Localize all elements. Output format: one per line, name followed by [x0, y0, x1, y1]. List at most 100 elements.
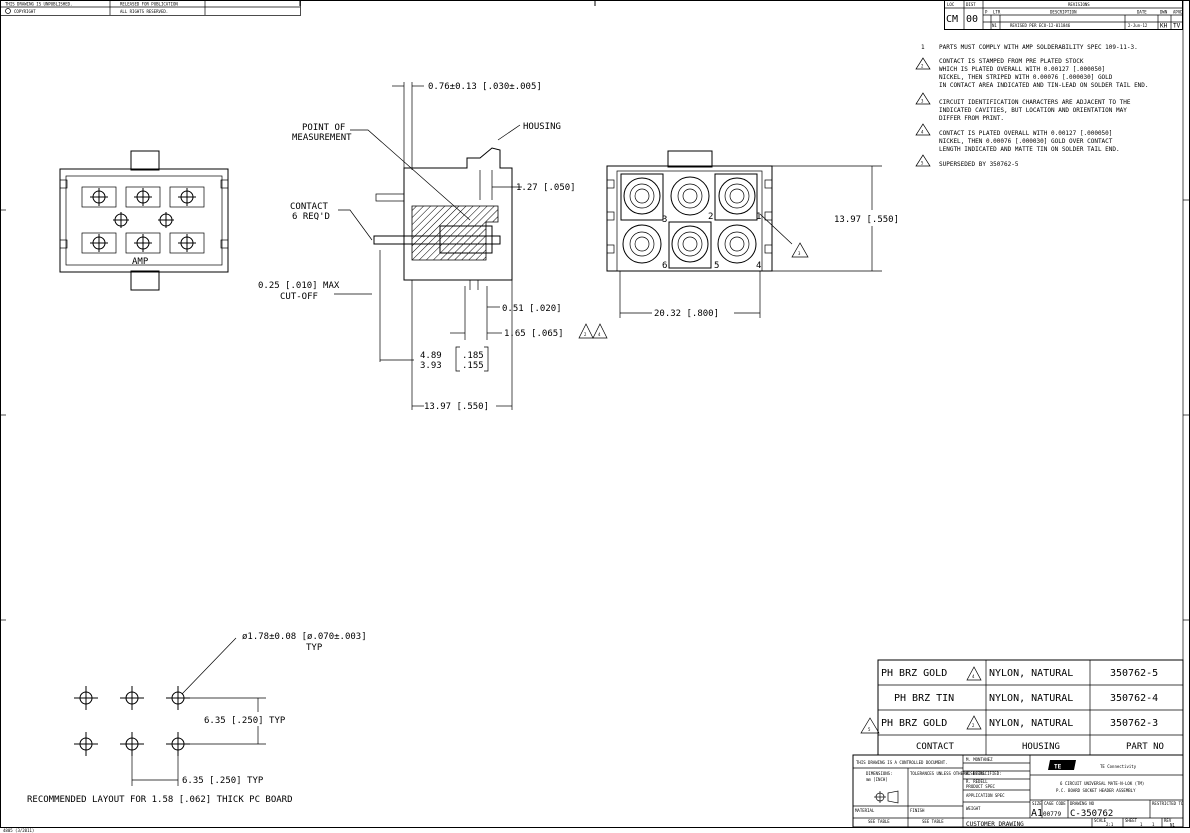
svg-text:CONTACT IS STAMPED FROM PRE PL: CONTACT IS STAMPED FROM PRE PLATED STOCK — [939, 58, 1084, 65]
svg-text:P: P — [985, 10, 988, 15]
svg-text:TV: TV — [1173, 23, 1181, 30]
svg-text:RESTRICTED TO: RESTRICTED TO — [1152, 801, 1184, 806]
svg-text:DESCRIPTION: DESCRIPTION — [1050, 10, 1077, 15]
cutoff-label-1: 0.25 [.010] MAX — [258, 281, 340, 291]
dim-1397-depth: 13.97 [.550] — [424, 402, 489, 412]
housing-material-row2: NYLON, NATURAL — [989, 693, 1073, 704]
svg-text:DATE: DATE — [1137, 10, 1147, 15]
form-code: 4805 (3/2011) — [3, 828, 34, 833]
drawing-title-1: 6 CIRCUIT UNIVERSAL MATE-N-LOK (TM) — [1060, 781, 1144, 786]
revision-loc-value: CM — [946, 14, 958, 25]
flag-3-icon: 3 — [791, 242, 809, 258]
svg-text:APVD: APVD — [1173, 10, 1183, 15]
svg-text:5: 5 — [868, 727, 871, 732]
dim-155: .155 — [462, 361, 484, 371]
circuit-2: 2 — [708, 212, 713, 222]
svg-text:REV: REV — [1164, 818, 1172, 823]
finish-see-table: SEE TABLE — [922, 819, 944, 824]
housing-material-row1: NYLON, NATURAL — [989, 668, 1073, 679]
svg-text:mm [INCH]: mm [INCH] — [866, 777, 888, 782]
point-of-measurement-label-1: POINT OF — [302, 123, 345, 133]
sheet-of: 1 — [1152, 822, 1155, 827]
customer-drawing-label: CUSTOMER DRAWING — [966, 821, 1024, 828]
solder-tail — [375, 193, 405, 202]
sheet-size: A1 — [1031, 808, 1043, 819]
pcb-layout-caption: RECOMMENDED LAYOUT FOR 1.58 [.062] THICK… — [27, 795, 293, 805]
rights-notice: ALL RIGHTS RESERVED. — [120, 9, 168, 14]
svg-text:2: 2 — [584, 332, 587, 337]
cavity-top-mid — [670, 176, 710, 216]
dim-393: 3.93 — [420, 361, 442, 371]
front-view: AMP — [59, 150, 229, 291]
note-1-number: 1 — [921, 44, 925, 51]
title-block: THIS DRAWING IS A CONTROLLED DOCUMENT. D… — [852, 754, 1184, 828]
flag-2-table-icon: 2 — [966, 715, 982, 730]
hole-diameter-dim: ø1.78±0.08 [ø.070±.003] — [242, 632, 367, 642]
revision-letter: N1 — [1170, 823, 1175, 828]
horizontal-pitch-dim: 6.35 [.250] TYP — [182, 776, 264, 786]
svg-text:3: 3 — [798, 251, 801, 256]
note-flag-2: 2 — [915, 57, 931, 70]
svg-text:2: 2 — [972, 723, 975, 728]
unpublished-notice: THIS DRAWING IS UNPUBLISHED. — [5, 2, 72, 7]
note-flag-3: 3 — [915, 92, 931, 105]
cavity-bottom-mid — [668, 221, 712, 269]
drawing-number: C-350762 — [1070, 809, 1113, 819]
release-notice: RELEASED FOR PUBLICATION — [120, 2, 178, 7]
svg-text:N1: N1 — [992, 23, 997, 28]
part-number-row1: 350762-5 — [1110, 668, 1158, 679]
revision-block: LOC DIST CM 00 REVISIONS P LTR DESCRIPTI… — [944, 0, 1183, 30]
dim-127: 1.27 [.050] — [516, 183, 576, 193]
svg-text:SIZE: SIZE — [1032, 801, 1042, 806]
svg-text:TE: TE — [1054, 764, 1062, 771]
svg-text:DIFFER FROM PRINT.: DIFFER FROM PRINT. — [939, 115, 1004, 122]
svg-text:DIMENSIONS:: DIMENSIONS: — [866, 771, 893, 776]
third-angle-projection-icon — [874, 790, 899, 804]
svg-text:IN CONTACT AREA INDICATED AND: IN CONTACT AREA INDICATED AND TIN-LEAD O… — [939, 82, 1149, 89]
housing-column-header: HOUSING — [1022, 742, 1060, 752]
svg-text:3: 3 — [921, 99, 924, 104]
material-see-table: SEE TABLE — [868, 819, 890, 824]
svg-text:SCALE: SCALE — [1094, 818, 1107, 823]
copyright-icon — [5, 8, 11, 14]
flag-4-icon: 4 — [592, 323, 608, 339]
svg-text:LENGTH INDICATED AND MATTE TIN: LENGTH INDICATED AND MATTE TIN ON SOLDER… — [939, 146, 1120, 153]
dim-489: 4.89 — [420, 351, 442, 361]
proprietary-header: THIS DRAWING IS UNPUBLISHED. RELEASED FO… — [0, 0, 301, 16]
revision-dist-value: 00 — [966, 14, 978, 25]
flag-2-icon: 2 — [578, 323, 594, 339]
svg-text:4: 4 — [598, 332, 601, 337]
svg-text:2-Jun-12: 2-Jun-12 — [1128, 23, 1148, 28]
part-number-row3: 350762-3 — [1110, 718, 1158, 729]
side-section-view: 0.76±0.13 [.030±.005] HOUSING POINT OF M… — [258, 82, 608, 412]
notes: 1 PARTS MUST COMPLY WITH AMP SOLDERABILI… — [915, 44, 1149, 168]
svg-text:CIRCUIT IDENTIFICATION CHARACT: CIRCUIT IDENTIFICATION CHARACTERS ARE AD… — [939, 99, 1131, 106]
svg-text:NICKEL, THEN STRIPED WITH 0.00: NICKEL, THEN STRIPED WITH 0.00076 [.0000… — [939, 74, 1113, 81]
cavity-top-left — [620, 173, 664, 221]
scale-value: 2:1 — [1106, 822, 1114, 827]
svg-text:CONTACT IS PLATED OVERALL WITH: CONTACT IS PLATED OVERALL WITH 0.00127 [… — [939, 130, 1112, 137]
circuit-4: 4 — [756, 261, 761, 271]
contact-label-1: CONTACT — [290, 202, 329, 212]
svg-text:LTR: LTR — [993, 10, 1001, 15]
revision-description: REVISED PER ECO-12-011846 — [1010, 23, 1071, 28]
circuit-1: 1 — [756, 212, 761, 222]
note-flag-4: 4 — [915, 123, 931, 136]
approved-by: R. REDELL — [966, 779, 988, 784]
svg-text:4: 4 — [972, 674, 975, 679]
cutoff-label-2: CUT-OFF — [280, 292, 318, 302]
svg-text:DWN: DWN — [1160, 10, 1168, 15]
flag-4-table-icon: 4 — [966, 666, 982, 681]
part-number-row2: 350762-4 — [1110, 693, 1158, 704]
svg-text:CAGE CODE: CAGE CODE — [1044, 801, 1066, 806]
point-of-measurement-label-2: MEASUREMENT — [292, 133, 352, 143]
revisions-title: REVISIONS — [1068, 2, 1090, 7]
svg-text:SUPERSEDED BY 350762-5: SUPERSEDED BY 350762-5 — [939, 161, 1019, 168]
controlled-document-notice: THIS DRAWING IS A CONTROLLED DOCUMENT. — [856, 760, 948, 765]
dim-185: .185 — [462, 351, 484, 361]
contact-material-row3: PH BRZ GOLD — [881, 718, 947, 729]
te-logo: TE — [1048, 760, 1076, 771]
svg-text:PRODUCT SPEC: PRODUCT SPEC — [966, 784, 995, 789]
svg-text:DIST: DIST — [966, 2, 976, 7]
dim-blade-thickness: 0.76±0.13 [.030±.005] — [428, 82, 542, 92]
